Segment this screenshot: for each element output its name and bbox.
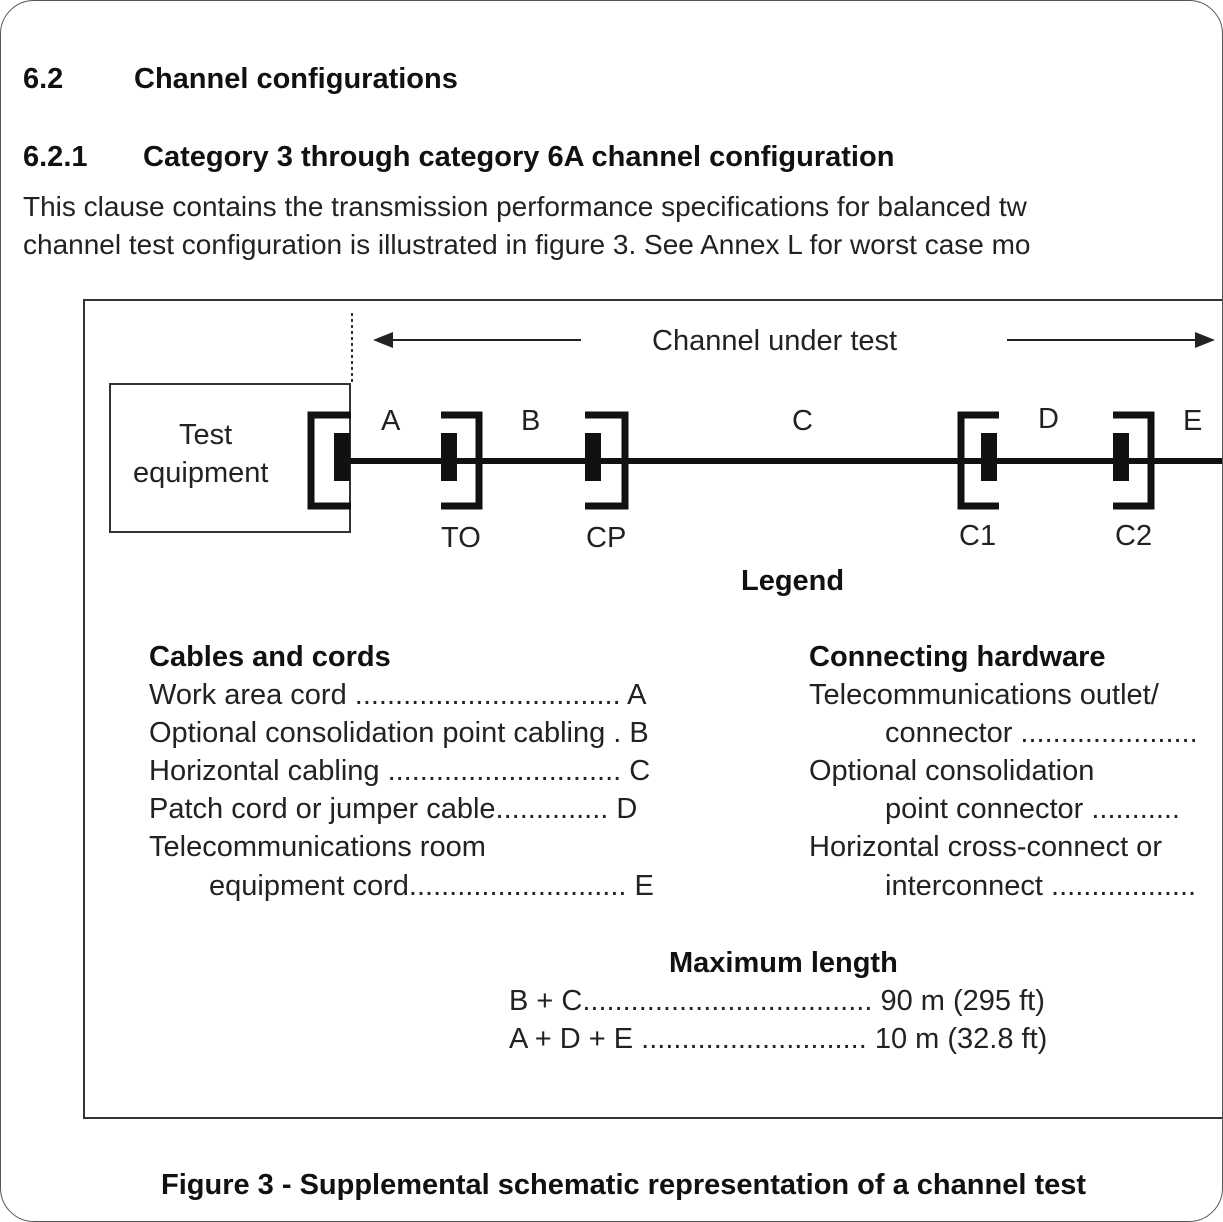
figure-box	[83, 299, 1222, 1119]
hardware-item-cp-line-1: Optional consolidation	[809, 755, 1095, 787]
hardware-item-cp-line-2: point connector ...........	[885, 793, 1180, 825]
subsection-number: 6.2.1	[23, 141, 88, 173]
channel-under-test-label: Channel under test	[652, 325, 898, 357]
hardware-item-to-line-1: Telecommunications outlet/	[809, 679, 1159, 711]
segment-d-label: D	[1038, 403, 1059, 435]
connector-to-label: TO	[441, 522, 481, 554]
hardware-item-hc-line-1: Horizontal cross-connect or	[809, 831, 1162, 863]
legend-title: Legend	[741, 565, 845, 597]
connector-c1-label: C1	[959, 520, 997, 552]
hardware-item-to-line-2: connector ......................	[885, 717, 1198, 749]
max-length-bc: B + C...................................…	[509, 985, 1045, 1017]
cable-item-d: Patch cord or jumper cable..............…	[149, 793, 638, 825]
cable-item-b: Optional consolidation point cabling . B	[149, 717, 649, 749]
hardware-item-hc-line-2: interconnect ..................	[885, 870, 1197, 902]
segment-a-label: A	[381, 405, 401, 437]
paragraph-line-1: This clause contains the transmission pe…	[23, 191, 1027, 222]
segment-b-label: B	[521, 405, 541, 437]
max-length-ade: A + D + E ............................ 1…	[509, 1023, 1048, 1055]
cable-item-a: Work area cord .........................…	[149, 679, 647, 711]
connector-cp-label: CP	[586, 522, 627, 554]
connector-c2-label: C2	[1115, 520, 1153, 552]
section-title: Channel configurations	[134, 63, 458, 95]
segment-e-label: E	[1183, 405, 1203, 437]
segment-c-label: C	[792, 405, 813, 437]
paragraph-line-2: channel test configuration is illustrate…	[23, 229, 1031, 260]
test-equipment-label-line-2: equipment	[133, 457, 269, 489]
subsection-title: Category 3 through category 6A channel c…	[143, 141, 895, 173]
hardware-heading: Connecting hardware	[809, 641, 1106, 673]
test-equipment-label-line-1: Test	[179, 419, 233, 451]
figure-caption: Figure 3 - Supplemental schematic repres…	[161, 1169, 1087, 1201]
cable-item-c: Horizontal cabling .....................…	[149, 755, 651, 787]
cable-item-e-line-1: Telecommunications room	[149, 831, 486, 863]
max-length-heading: Maximum length	[669, 947, 898, 979]
cable-item-e-line-2: equipment cord..........................…	[209, 870, 654, 902]
cables-heading: Cables and cords	[149, 641, 391, 673]
section-number: 6.2	[23, 63, 64, 95]
